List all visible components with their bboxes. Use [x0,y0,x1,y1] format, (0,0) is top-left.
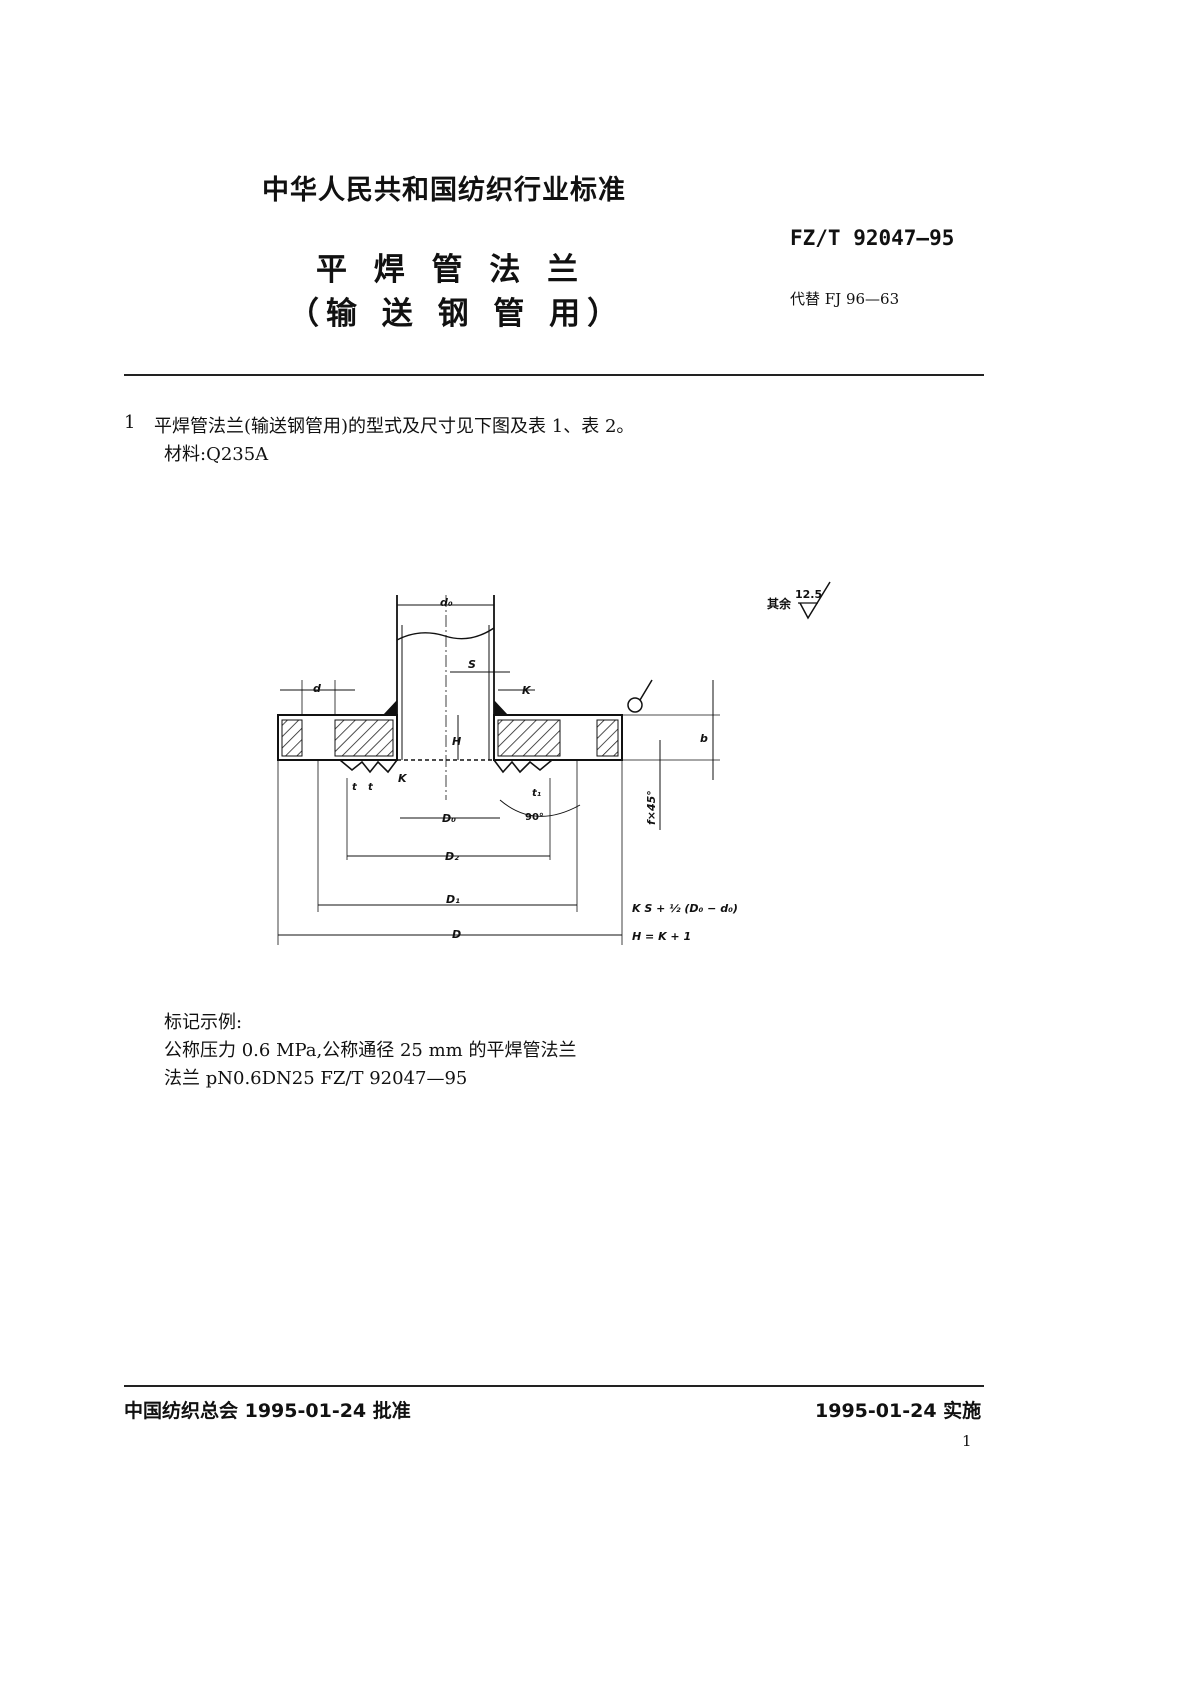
document-title: 平 焊 管 法 兰 [316,252,587,288]
clause-number: 1 [124,412,136,433]
material-line: 材料:Q235A [164,444,269,465]
label-t1: t [352,782,358,793]
footer-rule [124,1385,984,1387]
roughness-note: 其余 [767,596,792,611]
label-D: D [452,928,461,941]
replaces-note: 代替 FJ 96—63 [790,290,900,308]
label-D2: D₂ [445,850,459,863]
standard-org-title: 中华人民共和国纺织行业标准 [262,175,626,206]
implementation-line: 1995-01-24 实施 [815,1400,982,1422]
formula-k: K S + ½ (D₀ − d₀) [632,902,738,915]
standard-code: FZ/T 92047—95 [790,226,955,250]
clause-text: 平焊管法兰(输送钢管用)的型式及尺寸见下图及表 1、表 2。 [154,416,635,437]
pipe [396,595,495,760]
label-t2: t [368,782,374,793]
roughness-value: 12.5 [795,588,822,601]
label-t3: t₁ [532,788,541,799]
example-heading: 标记示例: [164,1012,243,1033]
example-line1: 公称压力 0.6 MPa,公称通径 25 mm 的平焊管法兰 [164,1040,577,1061]
label-d0: d₀ [440,596,453,609]
flange-section-left [277,700,398,761]
label-chamfer: f×45° [645,790,658,825]
label-d: d [313,682,321,695]
document-subtitle: （输 送 钢 管 用） [288,296,626,332]
header-rule [124,374,984,376]
page-number: 1 [962,1432,972,1450]
formula-h: H = K + 1 [632,930,691,943]
label-D1: D₁ [446,893,460,906]
label-K-low: K [398,772,408,785]
example-line2: 法兰 pN0.6DN25 FZ/T 92047—95 [164,1068,468,1089]
label-K-top: K [522,684,532,697]
approval-line: 中国纺织总会 1995-01-24 批准 [124,1400,411,1422]
label-D0: D₀ [442,812,456,825]
roughness-symbol: 其余 12.5 [767,581,831,620]
label-S: S [468,658,476,671]
label-H: H [452,735,461,748]
label-b: b [700,732,708,745]
flange-drawing: 其余 12.5 d₀ S K d H [277,581,831,945]
flange-section-right [493,700,623,761]
label-angle: 90° [525,812,544,823]
